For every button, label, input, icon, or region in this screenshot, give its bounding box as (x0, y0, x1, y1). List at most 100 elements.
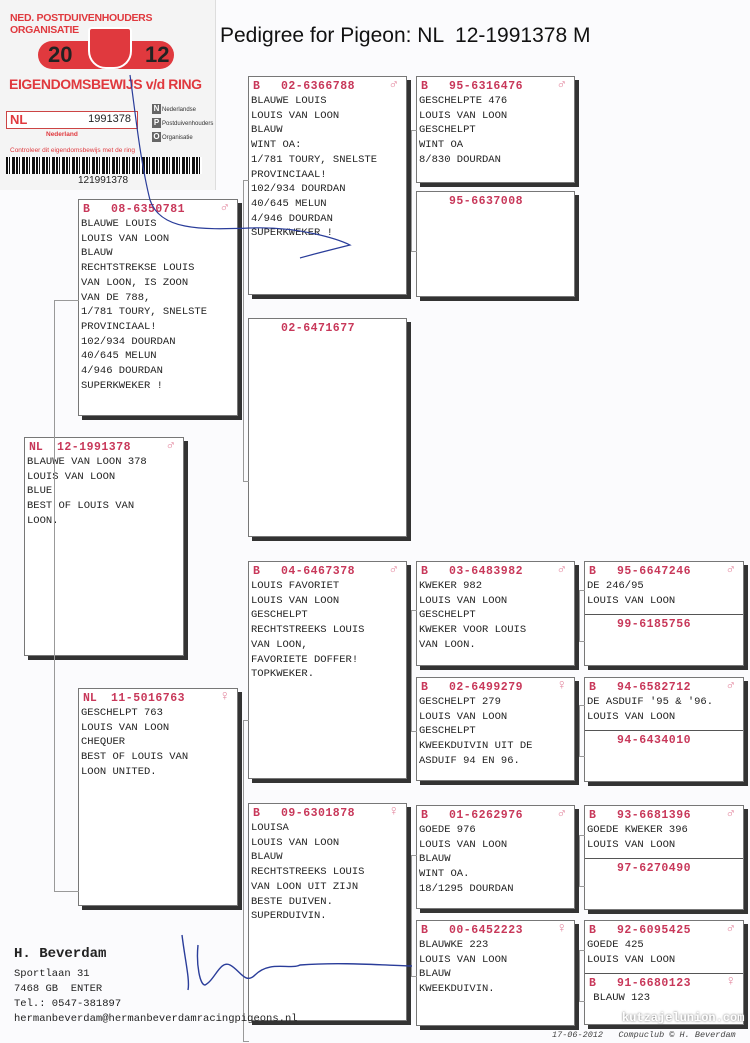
watermark: kutzajelunion.com (622, 1011, 745, 1025)
ring-number: 94-6434010 (617, 733, 692, 747)
description-line: BLAUW (251, 851, 283, 864)
description-line: BLUE (27, 485, 53, 498)
description-line: KWEKER VOOR LOUIS (419, 624, 527, 637)
description-line: DE 246/95 (587, 580, 644, 592)
description-line: LOUIS VAN LOON (419, 710, 508, 723)
owner-name: H. Beverdam (14, 946, 107, 962)
description-line: BLAUW (251, 124, 283, 137)
description-line: ASDUIF 94 EN 96. (419, 754, 520, 767)
sex-symbol-icon: ♂ (389, 77, 398, 93)
tree-connector (243, 180, 249, 482)
ring-prefix: B (253, 80, 260, 93)
description-line: GOEDE 976 (419, 824, 476, 836)
description-line: WINT OA: (251, 139, 302, 152)
card-region: Nederland (46, 131, 78, 138)
ring-number: 03-6483982 (449, 565, 524, 578)
ring-prefix: B (253, 565, 260, 578)
card-org: NED. POSTDUIVENHOUDERS ORGANISATIE (10, 12, 153, 36)
ring-number: 04-6467378 (281, 565, 356, 578)
description-line: LOUIS VAN LOON (587, 838, 676, 851)
sex-symbol-icon: ♂ (726, 562, 735, 578)
pigeon-header: 95-6637008 (417, 192, 574, 209)
owner-email[interactable]: hermanbeverdam@hermanbeverdamracingpigeo… (14, 1013, 298, 1025)
sex-symbol-icon: ♀ (726, 973, 735, 990)
lion-crest-icon (88, 27, 132, 69)
tree-connector (54, 300, 79, 892)
pigeon-header: 97-6270490 (585, 859, 743, 876)
description-line: BLAUWE LOUIS (251, 95, 327, 107)
ring-prefix: B (421, 809, 428, 822)
npo-text: Organisatie (162, 135, 193, 141)
description-line: BLAUW (81, 247, 113, 260)
pigeon-card-mmfm[interactable]: 97-6270490 (585, 857, 743, 910)
description-line: GOEDE 425 (587, 939, 644, 951)
description-line: VAN LOON, (251, 638, 308, 651)
pigeon-card-mfmm[interactable]: 94-6434010 (585, 729, 743, 782)
description-line: 40/645 MELUN (251, 197, 327, 210)
sex-symbol-icon: ♂ (557, 562, 566, 578)
pigeon-header: 99-6185756 (585, 615, 743, 632)
tree-connector (411, 610, 417, 732)
description-line: GESCHELPT (419, 124, 476, 137)
description-line: CHEQUER (81, 736, 126, 749)
description-line: LOUISA (251, 822, 289, 834)
pigeon-description: BLAUWE LOUIS LOUIS VAN LOON BLAUW WINT OA:1… (249, 94, 406, 241)
print-footer: 17-06-2012 Compuclub © H. Beverdam (552, 1030, 736, 1041)
card-ring-number: 1991378 (88, 113, 131, 125)
description-line: 1/781 TOURY, SNELSTE (251, 153, 378, 166)
tree-connector (579, 705, 585, 757)
pigeon-card-ffm[interactable]: 95-6637008 (416, 191, 575, 297)
credit: Compuclub © H. Beverdam (618, 1030, 736, 1040)
tree-connector (243, 720, 249, 1042)
ring-ownership-card: NED. POSTDUIVENHOUDERS ORGANISATIE 20 12… (0, 0, 216, 190)
pigeon-card-fm[interactable]: 02-6471677 (248, 318, 407, 537)
sex-symbol-icon: ♀ (557, 921, 566, 937)
description-line: LOUIS VAN LOON (419, 953, 508, 966)
pigeon-card-mffm[interactable]: 99-6185756 (585, 613, 743, 666)
description-line: BLAUWE LOUIS (81, 218, 157, 230)
description-line: BEST OF LOUIS VAN (81, 751, 189, 764)
description-line: LOUIS VAN LOON (251, 109, 340, 122)
pigeon-header: 02-6471677 (249, 319, 406, 336)
card-ring-field: NL 1991378 (6, 111, 138, 129)
description-line: BLAUWE VAN LOON 378 (27, 456, 147, 468)
description-line: LOUIS VAN LOON (81, 232, 170, 245)
ring-prefix: B (421, 924, 428, 937)
ring-prefix: B (589, 565, 596, 578)
description-line: 40/645 MELUN (81, 350, 157, 363)
card-notice: Controleer dit eigendomsbewijs met de ri… (10, 147, 136, 154)
ring-prefix: B (589, 924, 596, 937)
